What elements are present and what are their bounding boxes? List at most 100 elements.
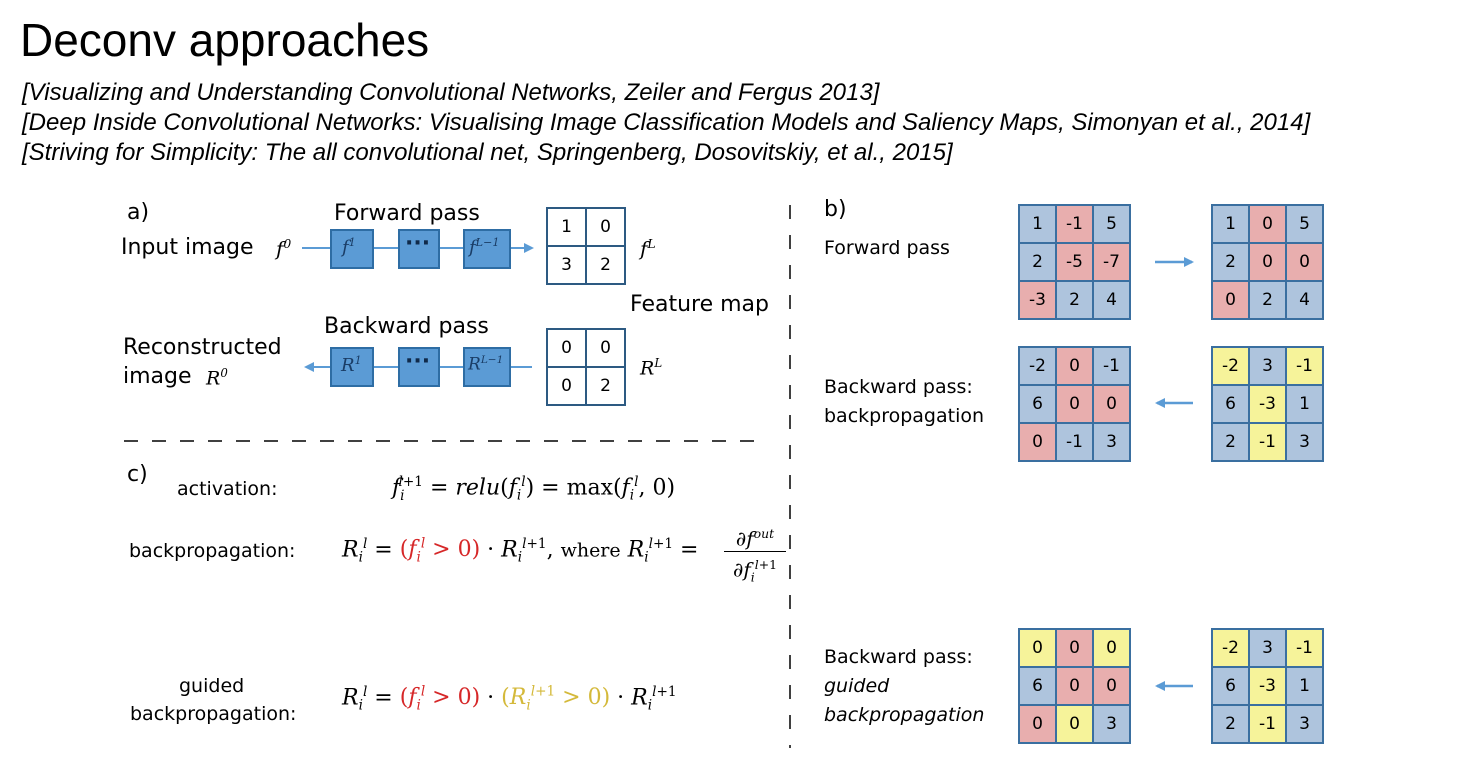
grid-cell: -1 — [1057, 424, 1092, 460]
grid-cell: -5 — [1057, 244, 1092, 280]
grid-cell: -1 — [1250, 706, 1285, 742]
backward-grid: 0 0 0 2 — [546, 328, 626, 406]
panel-c-tag: c) — [127, 462, 148, 487]
forward-pass-label: Forward pass — [334, 201, 480, 226]
grid-cell: 2 — [1057, 282, 1092, 318]
panel-b-tag: b) — [824, 197, 847, 222]
grid-cell: 6 — [1020, 668, 1055, 704]
grid-cell: -3 — [1020, 282, 1055, 318]
where-word: where — [560, 539, 621, 562]
forward-feature-grid: 1 0 3 2 — [546, 207, 626, 285]
guided-formula: Ril = (fil > 0) · (Ril+1 > 0) · Ril+1 — [342, 684, 677, 714]
grid-cell: 1 — [1020, 206, 1055, 242]
panel-a-tag: a) — [127, 200, 150, 225]
grid-cell: 5 — [1287, 206, 1322, 242]
backward-pass-label: Backward pass — [324, 314, 489, 339]
reconstructed-label: Reconstructed — [123, 335, 282, 360]
grid-cell: 0 — [1057, 348, 1092, 384]
grid-cell: -1 — [1094, 348, 1129, 384]
grid-cell: 2 — [1213, 424, 1248, 460]
b-guided-backward-label: Backward pass: — [824, 646, 973, 668]
grid-cell: 2 — [1250, 282, 1285, 318]
grid-cell: 2 — [1213, 706, 1248, 742]
grid-cell: 0 — [1094, 668, 1129, 704]
fL-symbol: fL — [640, 236, 656, 261]
grid-cell: 0 — [1057, 706, 1092, 742]
grid-cell: 0 — [1057, 668, 1092, 704]
grid-cell: 0 — [587, 330, 624, 366]
grid-cell: 1 — [1287, 668, 1322, 704]
fL-1-symbol: fL−1 — [469, 236, 500, 258]
grid-cell: 2 — [587, 247, 624, 283]
slide-title: Deconv approaches — [20, 14, 430, 66]
reference-1: [Visualizing and Understanding Convoluti… — [22, 79, 880, 106]
R1-symbol: R1 — [341, 354, 362, 376]
grid-cell: 0 — [1287, 244, 1322, 280]
grid-cell: 3 — [1250, 348, 1285, 384]
grid-cell: 0 — [587, 209, 624, 245]
grid-cell: 0 — [548, 368, 585, 404]
guided-label: guided — [179, 675, 245, 697]
RL-symbol: RL — [640, 356, 663, 380]
b-backward-pass-label: Backward pass: — [824, 376, 973, 398]
grid-cell: -7 — [1094, 244, 1129, 280]
grid-cell: -3 — [1250, 668, 1285, 704]
grid-cell: 0 — [1057, 630, 1092, 666]
f0-symbol: f0 — [276, 236, 292, 261]
grid-cell: -2 — [1213, 630, 1248, 666]
image-label: image — [123, 364, 192, 389]
activation-formula: fil+1 = relu(fil) = max(fil, 0) — [392, 474, 676, 504]
activation-label: activation: — [177, 478, 278, 500]
f1-symbol: f1 — [342, 236, 356, 258]
grid-cell: -2 — [1020, 348, 1055, 384]
grid-cell: 3 — [548, 247, 585, 283]
grid-cell: 0 — [1250, 244, 1285, 280]
grid-cell: 4 — [1287, 282, 1322, 318]
grid-cell: 0 — [1020, 424, 1055, 460]
grid-cell: -1 — [1250, 424, 1285, 460]
grid-cell: 4 — [1094, 282, 1129, 318]
grid-cell: 1 — [1213, 206, 1248, 242]
grid-cell: 5 — [1094, 206, 1129, 242]
grid-cell: 0 — [548, 330, 585, 366]
grid-cell: 6 — [1020, 386, 1055, 422]
RL-1-symbol: RL−1 — [468, 354, 504, 375]
b-backprop-label: backpropagation — [824, 405, 985, 427]
backprop-formula: Ril = (fil > 0) · Ril+1, where Ril+1 = — [342, 536, 699, 566]
grid-cell: 0 — [1020, 630, 1055, 666]
b-guided-backprop-label: backpropagation — [824, 704, 985, 726]
grid-cell: 1 — [1287, 386, 1322, 422]
forward-ellipsis: ··· — [405, 231, 431, 256]
grid-cell: 2 — [1213, 244, 1248, 280]
grid-cell: 0 — [1094, 386, 1129, 422]
grid-cell: 0 — [1057, 386, 1092, 422]
grid-cell: -3 — [1250, 386, 1285, 422]
grid-cell: 3 — [1094, 424, 1129, 460]
grid-cell: 3 — [1250, 630, 1285, 666]
grid-cell: -2 — [1213, 348, 1248, 384]
grid-cell: 2 — [1020, 244, 1055, 280]
grid-cell: 1 — [548, 209, 585, 245]
grid-cell: -1 — [1287, 348, 1322, 384]
grid-cell: 6 — [1213, 668, 1248, 704]
grid-cell: 0 — [1213, 282, 1248, 318]
b-guided-label: guided — [824, 675, 890, 697]
grid-cell: -1 — [1057, 206, 1092, 242]
grid-cell: 0 — [1250, 206, 1285, 242]
R0-symbol: R0 — [206, 366, 228, 390]
grid-cell: 0 — [1020, 706, 1055, 742]
gradient-fraction: ∂fout ∂fil+1 — [724, 522, 786, 590]
grid-cell: 2 — [587, 368, 624, 404]
grid-cell: -1 — [1287, 630, 1322, 666]
backprop-label: backpropagation: — [129, 540, 296, 562]
reference-3: [Striving for Simplicity: The all convol… — [22, 139, 953, 166]
grid-cell: 0 — [1094, 630, 1129, 666]
grid-cell: 3 — [1094, 706, 1129, 742]
grid-cell: 6 — [1213, 386, 1248, 422]
guided-backprop-label: backpropagation: — [130, 703, 297, 725]
